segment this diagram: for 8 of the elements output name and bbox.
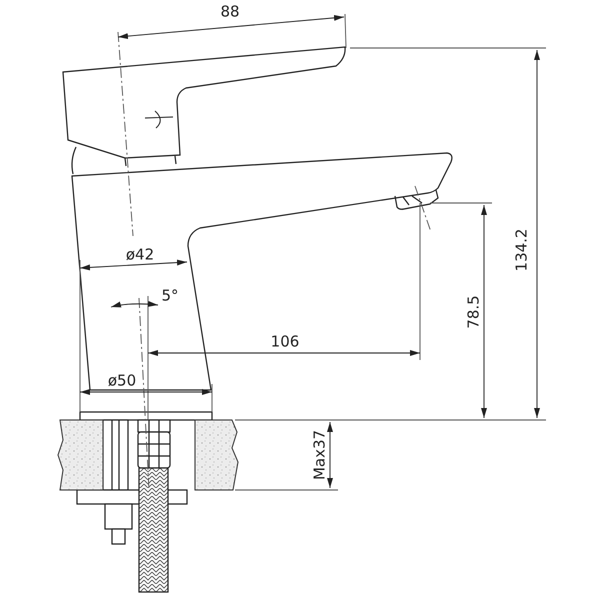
dimension-value: Max37 <box>312 430 328 480</box>
dimension-value: 78.5 <box>466 295 482 329</box>
dimension-value: ø50 <box>108 374 136 388</box>
dimension-value: ø42 <box>126 248 154 262</box>
dimension-value: 134.2 <box>514 228 530 272</box>
dimension-value: 5° <box>161 288 179 304</box>
dimension-value: 106 <box>270 334 300 350</box>
dimension-value: 88 <box>220 4 240 20</box>
